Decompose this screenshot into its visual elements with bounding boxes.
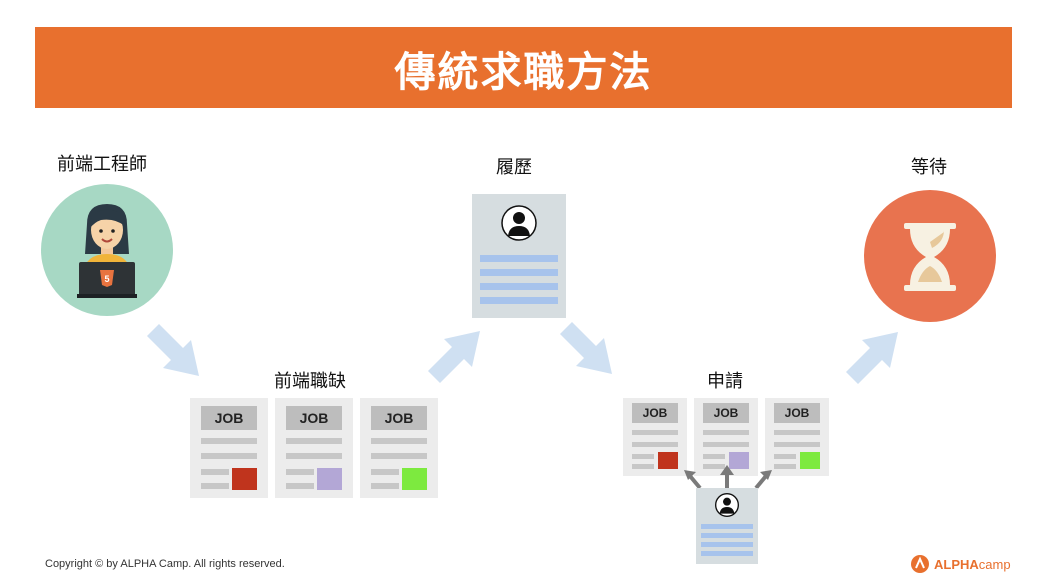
job-tag: JOB bbox=[774, 403, 820, 423]
label-resume: 履歷 bbox=[496, 157, 532, 178]
job-tag: JOB bbox=[286, 406, 342, 430]
resume-document bbox=[472, 194, 566, 318]
page-title: 傳統求職方法 bbox=[394, 47, 653, 96]
label-engineer: 前端工程師 bbox=[57, 154, 147, 175]
engineer-avatar-icon: 5 bbox=[41, 184, 173, 316]
title-banner: 傳統求職方法 bbox=[35, 27, 1012, 108]
resume-document-small bbox=[696, 488, 758, 564]
person-icon bbox=[501, 205, 537, 241]
label-openings: 前端職缺 bbox=[274, 371, 346, 392]
job-tag: JOB bbox=[703, 403, 749, 423]
person-icon bbox=[715, 493, 739, 517]
job-card: JOB bbox=[275, 398, 353, 498]
job-tag: JOB bbox=[632, 403, 678, 423]
hourglass-icon bbox=[864, 190, 996, 322]
arrow-down-right-icon bbox=[147, 324, 199, 376]
label-apply: 申請 bbox=[707, 371, 743, 392]
job-card: JOB bbox=[623, 398, 687, 476]
copyright-text: Copyright © by ALPHA Camp. All rights re… bbox=[45, 558, 285, 570]
alphacamp-logo: ALPHAcamp bbox=[910, 554, 1011, 574]
arrow-down-right-icon bbox=[560, 322, 612, 374]
job-card: JOB bbox=[694, 398, 758, 476]
arrow-up-right-icon bbox=[846, 332, 898, 384]
alphacamp-logo-icon bbox=[911, 555, 929, 573]
job-tag: JOB bbox=[201, 406, 257, 430]
apply-arrows-icon bbox=[684, 465, 772, 490]
brand-light: camp bbox=[978, 556, 1011, 572]
svg-text:5: 5 bbox=[104, 274, 109, 284]
job-tag: JOB bbox=[371, 406, 427, 430]
arrow-up-right-icon bbox=[428, 331, 480, 383]
job-card: JOB bbox=[360, 398, 438, 498]
job-card: JOB bbox=[190, 398, 268, 498]
job-card: JOB bbox=[765, 398, 829, 476]
label-wait: 等待 bbox=[911, 157, 947, 178]
brand-bold: ALPHA bbox=[934, 556, 979, 572]
